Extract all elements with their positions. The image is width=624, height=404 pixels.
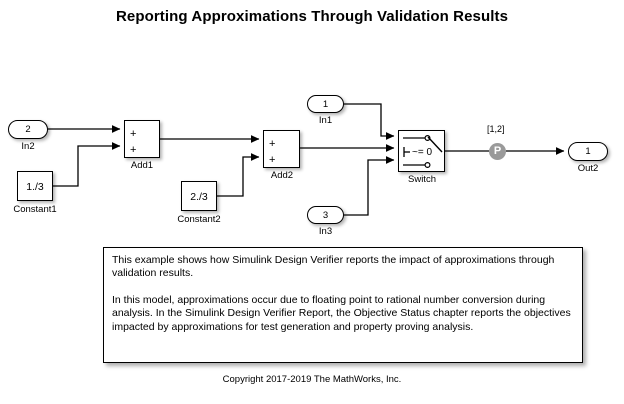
signal-dimension-label: [1,2]	[487, 124, 505, 134]
wire-in3-switch	[344, 156, 395, 216]
outport-out2-number: 1	[585, 146, 591, 157]
inport-in2-label: In2	[21, 141, 35, 152]
constant2-value: 2./3	[190, 191, 208, 203]
note-paragraph-1: This example shows how Simulink Design V…	[112, 254, 555, 280]
constant2-label: Constant2	[177, 214, 221, 225]
add2-block[interactable]: + +	[263, 130, 300, 168]
switch-criteria: ~= 0	[412, 147, 433, 158]
wire-constant1-add1	[52, 142, 121, 187]
proof-objective-badge[interactable]: P	[489, 143, 506, 160]
inport-in1-number: 1	[322, 99, 329, 110]
add2-label: Add2	[270, 170, 294, 181]
constant1-block[interactable]: 1./3	[17, 171, 53, 201]
constant1-value: 1./3	[26, 181, 44, 193]
note-paragraph-2: In this model, approximations occur due …	[112, 293, 571, 333]
switch-block[interactable]: ~= 0	[398, 130, 445, 172]
outport-out2-label: Out2	[577, 163, 599, 174]
inport-in2[interactable]: 2	[8, 120, 48, 139]
inport-in2-number: 2	[25, 124, 31, 135]
add2-sign-bottom: +	[269, 154, 276, 166]
add2-sign-top: +	[269, 138, 276, 150]
add1-label: Add1	[130, 160, 154, 171]
page-title: Reporting Approximations Through Validat…	[115, 8, 509, 25]
inport-in3[interactable]: 3	[307, 206, 344, 224]
outport-out2[interactable]: 1	[568, 142, 608, 161]
add1-sign-bottom: +	[130, 144, 137, 156]
inport-in3-number: 3	[322, 210, 329, 221]
wire-in1-switch	[344, 103, 395, 140]
switch-icon	[403, 134, 443, 169]
copyright-text: Copyright 2017-2019 The MathWorks, Inc.	[222, 374, 402, 385]
constant1-label: Constant1	[13, 204, 57, 215]
inport-in1-label: In1	[318, 115, 333, 126]
constant2-block[interactable]: 2./3	[181, 181, 217, 211]
add1-block[interactable]: + +	[124, 120, 160, 158]
annotation-text-box[interactable]: This example shows how Simulink Design V…	[103, 247, 583, 363]
add1-sign-top: +	[130, 128, 137, 140]
switch-label: Switch	[408, 174, 436, 185]
inport-in3-label: In3	[318, 226, 333, 237]
inport-in1[interactable]: 1	[307, 95, 344, 113]
